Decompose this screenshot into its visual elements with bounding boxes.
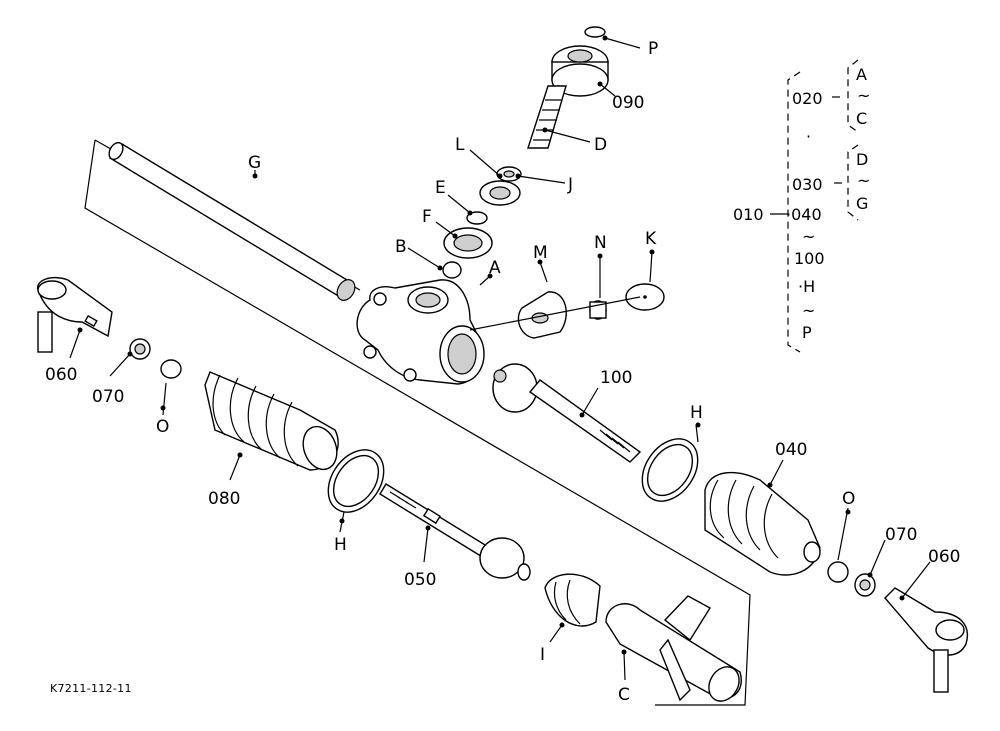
assembly-legend: 010 020 A ~ C · 030 D ~ G ·040 ~ 100 ·H … bbox=[733, 59, 870, 353]
nut-070-right bbox=[854, 573, 876, 597]
label-i: I bbox=[540, 645, 545, 665]
label-d: D bbox=[594, 135, 607, 155]
label-060-right: 060 bbox=[928, 547, 960, 567]
label-f: F bbox=[422, 207, 432, 227]
label-070-left: 070 bbox=[92, 387, 124, 407]
boot-040 bbox=[704, 471, 821, 576]
label-100: 100 bbox=[600, 368, 632, 388]
seal-h-left bbox=[327, 449, 385, 513]
clip-p-shape bbox=[584, 26, 606, 38]
assembly-frame bbox=[84, 139, 751, 706]
seal-h-right bbox=[641, 438, 699, 502]
label-g: G bbox=[248, 153, 261, 173]
tube-g bbox=[108, 141, 356, 301]
legend-tilde-1: ~ bbox=[802, 227, 815, 246]
legend-040: ·040 bbox=[786, 205, 822, 224]
legend-100: 100 bbox=[794, 249, 825, 268]
label-e: E bbox=[435, 178, 446, 198]
legend-g1-a: A bbox=[856, 65, 867, 84]
label-c: C bbox=[618, 685, 630, 705]
figure-reference-code: K7211-112-11 bbox=[50, 682, 132, 695]
legend-g1-tilde: ~ bbox=[857, 86, 870, 105]
boot-080 bbox=[204, 371, 339, 471]
label-l: L bbox=[455, 135, 465, 155]
clamp-o-right bbox=[827, 561, 849, 583]
cap-k bbox=[625, 283, 665, 311]
label-o-left: O bbox=[156, 417, 169, 437]
housing-a bbox=[356, 279, 485, 385]
label-040: 040 bbox=[775, 440, 807, 460]
legend-020: 020 bbox=[792, 89, 823, 108]
legend-p: P bbox=[802, 323, 812, 342]
bracket-c bbox=[605, 595, 742, 702]
label-b: B bbox=[395, 237, 407, 257]
plug-m bbox=[517, 291, 567, 339]
legend-h: ·H bbox=[798, 277, 815, 296]
clamp-o-left bbox=[160, 359, 182, 379]
label-o-right: O bbox=[842, 489, 855, 509]
label-a: A bbox=[489, 258, 501, 278]
label-070-right: 070 bbox=[885, 525, 917, 545]
leader-lines bbox=[69, 35, 931, 681]
label-h-right: H bbox=[690, 403, 703, 423]
legend-g2-g: G bbox=[856, 194, 868, 213]
inner-rod-100 bbox=[492, 363, 642, 463]
legend-g2-tilde: ~ bbox=[857, 171, 870, 190]
label-m: M bbox=[533, 243, 548, 263]
label-j: J bbox=[567, 175, 573, 195]
legend-030: 030 bbox=[792, 175, 823, 194]
label-h-left: H bbox=[334, 535, 347, 555]
boot-i bbox=[544, 573, 601, 627]
label-060-left: 060 bbox=[45, 365, 77, 385]
inner-rod-050 bbox=[379, 483, 531, 581]
label-k: K bbox=[645, 229, 657, 249]
bearing-l bbox=[479, 180, 521, 206]
legend-g2-d: D bbox=[856, 150, 868, 169]
clip-e bbox=[466, 211, 488, 225]
label-n: N bbox=[594, 233, 607, 253]
legend-010: 010 bbox=[733, 205, 764, 224]
bush-b bbox=[442, 261, 462, 279]
tie-rod-end-left bbox=[37, 276, 113, 353]
label-090: 090 bbox=[612, 93, 644, 113]
legend-g1-c: C bbox=[856, 109, 867, 128]
washer-j bbox=[496, 166, 522, 182]
legend-tilde-2: ~ bbox=[802, 301, 815, 320]
pinion-shaft-d bbox=[527, 45, 609, 149]
label-080: 080 bbox=[208, 489, 240, 509]
nut-070-left bbox=[129, 338, 151, 360]
label-050: 050 bbox=[404, 570, 436, 590]
legend-dot: · bbox=[806, 127, 811, 146]
label-p: P bbox=[648, 39, 658, 59]
tie-rod-end-right bbox=[884, 587, 969, 693]
callout-labels: P 090 D L J G E F B A M N K 060 070 O 08… bbox=[45, 39, 960, 705]
